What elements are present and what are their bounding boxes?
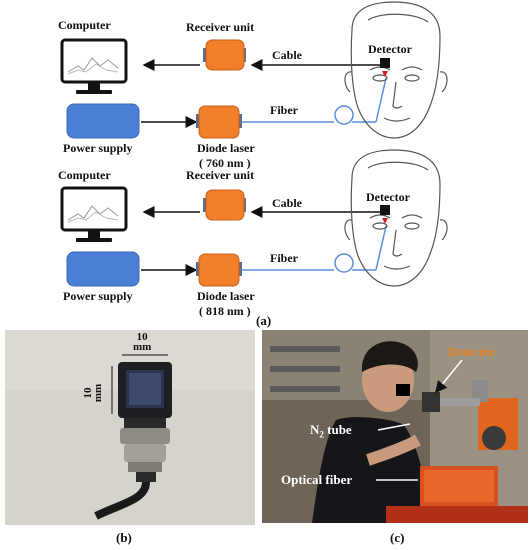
wavelength-label: ( 760 nm ) bbox=[199, 156, 251, 170]
detector-pointer-arrow bbox=[435, 359, 463, 394]
detector-photo-label: Detector bbox=[448, 344, 496, 359]
fiber-label: Fiber bbox=[270, 251, 298, 265]
receiver-unit-block bbox=[203, 189, 246, 221]
detector-label: Detector bbox=[368, 42, 412, 56]
detector-mark bbox=[382, 71, 388, 77]
dimension-label-horizontal: 10 mm bbox=[133, 331, 152, 353]
diode-laser-label: Diode laser bbox=[197, 289, 255, 303]
diode-laser-label: Diode laser bbox=[197, 141, 255, 155]
power-supply-label: Power supply bbox=[63, 289, 133, 303]
computer-monitor-icon bbox=[60, 38, 128, 94]
eye-redaction-block bbox=[396, 384, 410, 396]
n2-tube-pointer bbox=[377, 423, 411, 431]
optical-fiber-label: Optical fiber bbox=[281, 472, 353, 487]
power-supply-block bbox=[66, 103, 140, 139]
receiver-unit-label: Receiver unit bbox=[186, 168, 255, 182]
diode-laser-block bbox=[196, 105, 242, 139]
cable-label: Cable bbox=[272, 196, 302, 210]
fiber-label: Fiber bbox=[270, 103, 298, 117]
n2-tube-label-sub: 2 bbox=[319, 429, 324, 440]
face-sketch-2 bbox=[344, 149, 448, 287]
diagram-row-2 bbox=[60, 149, 448, 287]
face-sketch-1 bbox=[344, 1, 448, 139]
power-supply-label: Power supply bbox=[63, 141, 133, 155]
n2-tube-label: N2 tube bbox=[310, 422, 352, 440]
cable-label: Cable bbox=[272, 48, 302, 62]
receiver-unit-label: Receiver unit bbox=[186, 20, 255, 34]
panel-c-photo bbox=[262, 330, 528, 523]
receiver-unit-block bbox=[203, 39, 246, 71]
n2-tube-label-n: N bbox=[310, 422, 320, 437]
computer-label: Computer bbox=[58, 168, 111, 182]
caption-b: (b) bbox=[116, 530, 132, 545]
caption-a: (a) bbox=[256, 313, 272, 328]
wavelength-label: ( 818 nm ) bbox=[199, 304, 251, 318]
n2-tube-label-suffix: tube bbox=[323, 422, 352, 437]
detector-square bbox=[380, 58, 390, 68]
computer-monitor-icon bbox=[60, 186, 128, 242]
panel-b-photo bbox=[5, 330, 255, 525]
detector-mark bbox=[382, 218, 388, 224]
detector-label: Detector bbox=[366, 190, 410, 204]
computer-label: Computer bbox=[58, 18, 111, 32]
diagram-row-1 bbox=[60, 1, 448, 139]
caption-c: (c) bbox=[390, 530, 405, 545]
diode-laser-block bbox=[196, 253, 242, 287]
fiber-line bbox=[242, 77, 387, 125]
dimension-label-vertical: 10 mm bbox=[82, 383, 105, 403]
fiber-line bbox=[242, 225, 387, 273]
detector-square bbox=[380, 205, 390, 215]
power-supply-block bbox=[66, 251, 140, 287]
